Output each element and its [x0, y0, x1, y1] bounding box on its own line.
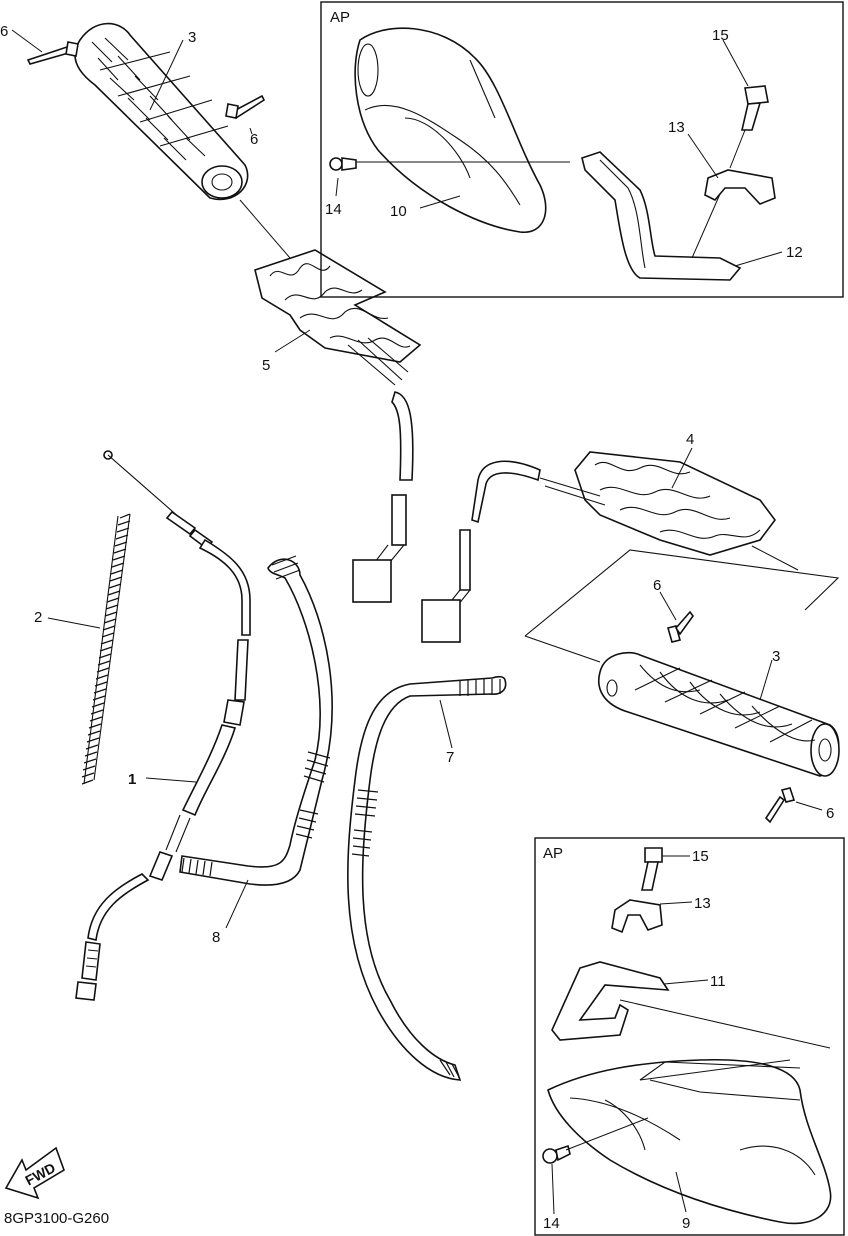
left-grip: [74, 22, 249, 201]
callout-6-a: 6: [0, 23, 8, 40]
grip-heater-right: [421, 451, 776, 643]
right-grip: [598, 651, 840, 777]
callout-14-b: 14: [543, 1215, 560, 1232]
hose-7: [347, 675, 507, 1081]
callout-6-b: 6: [250, 131, 258, 148]
throttle-cable: [75, 450, 251, 1001]
callout-6-d: 6: [826, 805, 834, 822]
inset-bottom-tag: AP: [543, 845, 563, 862]
callout-13-a: 13: [668, 119, 685, 136]
grip-heater-left: [254, 249, 422, 603]
callout-4: 4: [686, 431, 694, 448]
callout-11: 11: [710, 973, 726, 990]
hose-8: [179, 555, 333, 886]
rivet-top-left-a: [26, 41, 79, 65]
spring: [81, 513, 131, 785]
diagram-code: 8GP3100-G260: [4, 1210, 109, 1227]
callout-12: 12: [786, 244, 803, 261]
rivet-right-a: [667, 610, 694, 643]
callout-2: 2: [34, 609, 42, 626]
inset-top-box: AP: [320, 1, 844, 298]
callout-15-a: 15: [712, 27, 729, 44]
callout-6-c: 6: [653, 577, 661, 594]
callout-7: 7: [446, 749, 454, 766]
inset-bottom-box: AP: [534, 837, 845, 1236]
callout-15-b: 15: [692, 848, 709, 865]
callout-9: 9: [682, 1215, 690, 1232]
callout-3-b: 3: [772, 648, 780, 665]
callout-1: 1: [128, 771, 136, 788]
inset-top-tag: AP: [330, 9, 350, 26]
callout-8: 8: [212, 929, 220, 946]
fwd-arrow-icon: FWD: [4, 1146, 65, 1200]
callout-3-a: 3: [188, 29, 196, 46]
callout-5: 5: [262, 357, 270, 374]
rivet-top-left-b: [225, 94, 266, 120]
rivet-right-b: [764, 787, 796, 824]
callout-10: 10: [390, 203, 407, 220]
callout-14-a: 14: [325, 201, 342, 218]
callout-13-b: 13: [694, 895, 711, 912]
